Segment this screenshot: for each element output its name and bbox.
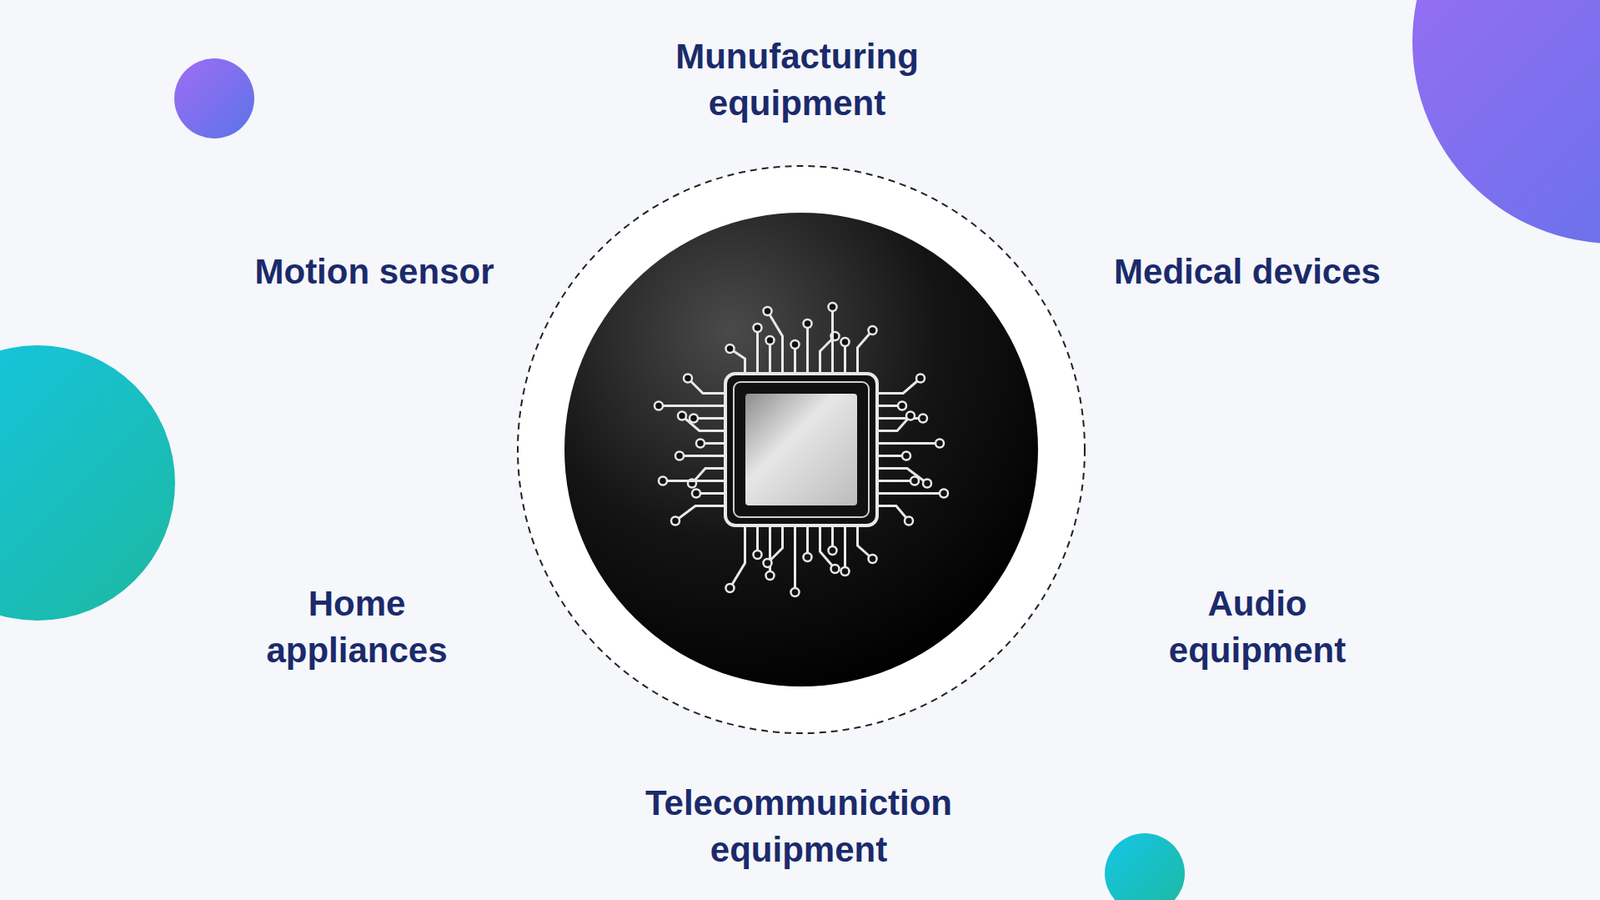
dashed-ring [517,165,1085,733]
chip-frame [733,381,869,517]
pin-pad [671,516,680,526]
pin-pad [922,479,932,488]
chip-pin [675,506,726,522]
chip-disc [564,212,1039,687]
pin-pad [766,336,775,345]
chip-pin [662,479,726,482]
chip-pin [857,330,873,374]
pin-pad [841,337,850,347]
chip-pin [843,525,847,572]
pin-pad [841,566,850,576]
pin-pad [753,550,763,559]
pin-pad [654,401,663,411]
chip-pin [831,306,834,374]
chip-pin [877,506,909,522]
pin-pad [753,323,763,332]
chip-pin [756,327,759,374]
deco-circle [1104,832,1185,900]
pin-pad [906,411,915,421]
chip-pin [679,454,726,457]
chip-body [725,373,878,526]
pin-pad [726,583,735,592]
pin-pad [696,439,705,448]
chip-pin [730,525,746,588]
pin-pad [726,344,735,353]
pin-pad [868,326,878,335]
deco-circle [174,58,255,139]
application-label: Telecommuniction equipment [606,779,991,873]
pin-pad [939,489,948,498]
chip-pin [793,525,797,592]
pin-pad [763,306,773,316]
pin-pad [658,476,668,486]
chip-pin [687,378,726,394]
application-label: Munufacturing equipment [613,33,981,127]
chip-die [745,393,858,506]
pin-pad [935,439,944,448]
application-label: Medical devices [997,248,1498,296]
chip-pin [877,479,915,482]
chip-pin [877,416,923,420]
pin-pad [910,476,919,486]
pin-pad [791,340,800,349]
chip-pin [877,378,921,394]
chip-pin [658,404,726,407]
pin-pad [828,302,838,311]
pin-pad [791,587,800,597]
pin-pad [831,564,840,573]
pin-pad [763,558,773,567]
pin-pad [692,489,701,498]
chip-pin [857,525,873,559]
application-label: Audio equipment [1136,580,1379,674]
chip-pin [767,310,783,374]
pin-pad [803,552,813,562]
chip-pin [767,525,783,563]
deco-circle [0,345,176,621]
chip-pin [877,441,940,445]
pin-pad [828,546,838,555]
pin-pad [803,319,813,328]
pin-pad [918,414,928,423]
pin-pad [683,374,693,383]
pin-pad [677,411,687,421]
pin-pad [902,451,911,461]
chip-pin [877,491,944,495]
deco-circle [1412,0,1600,244]
pin-pad [904,516,913,526]
pin-pad [897,401,907,411]
chip-pins [654,302,948,597]
application-label: Home appliances [235,580,478,674]
pin-pad [766,571,775,580]
application-label: Motion sensor [124,248,625,296]
pin-pad [689,414,698,423]
pin-pad [916,374,925,383]
chip-pin [877,416,911,432]
chip-pin [768,525,772,576]
pin-pad [675,451,684,461]
chip-pin [682,416,726,432]
pin-pad [868,554,878,563]
chip-pin [806,323,809,374]
